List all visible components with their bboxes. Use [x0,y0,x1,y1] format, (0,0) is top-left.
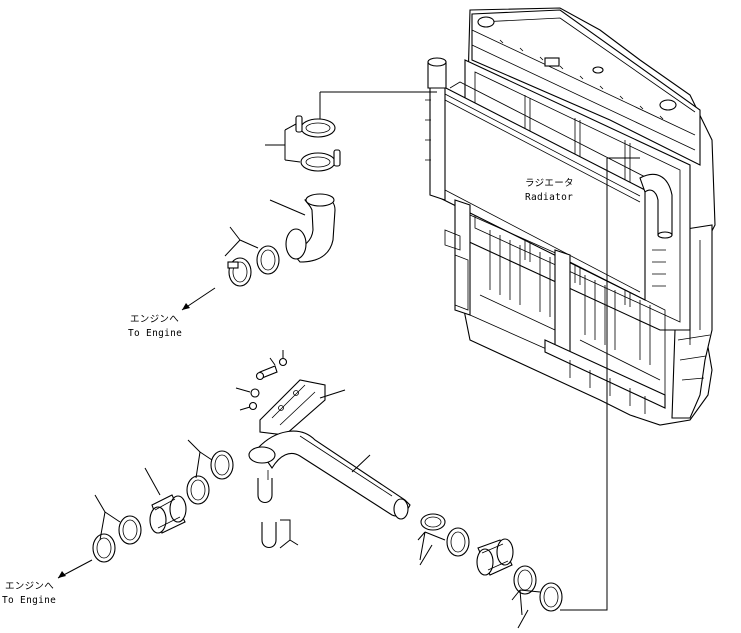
arrow-head-icon [58,571,66,578]
engine-upper-label-en: To Engine [128,328,183,339]
engine-lower-label-jp: エンジンへ [5,581,55,592]
bracket-group [235,350,346,436]
arrow-head-icon [182,303,190,310]
engine-upper-label-jp: エンジンへ [130,314,180,325]
lower-left-hose-group [92,439,234,563]
radiator-label-jp: ラジエータ [525,178,574,189]
upper-hose-group [224,115,341,287]
leader-line [560,157,640,611]
lower-right-hose-group [417,513,563,629]
engine-lower-label-en: To Engine [2,595,57,606]
radiator-label-en: Radiator [525,192,574,203]
intercooler-pipe [248,430,411,549]
radiator-assembly [425,7,716,426]
